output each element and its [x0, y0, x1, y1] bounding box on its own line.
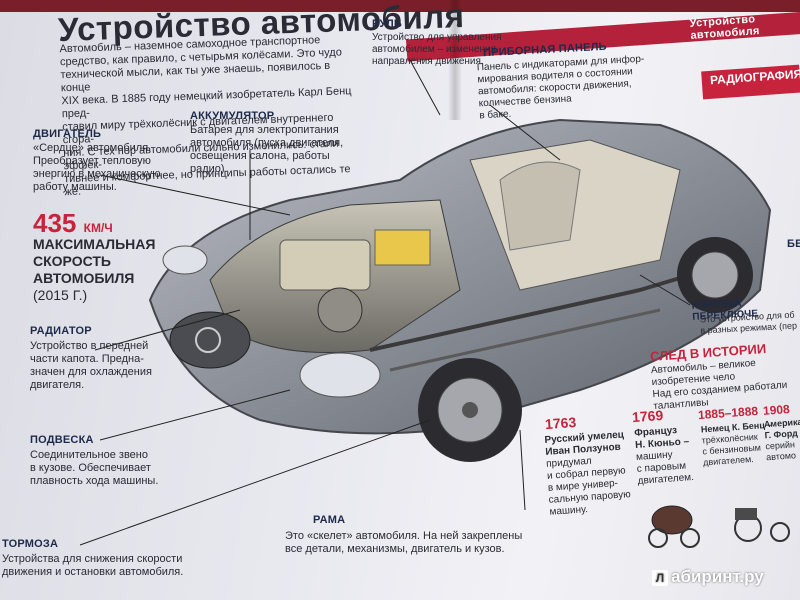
speed-number: 435 [33, 208, 77, 238]
brakes-line: Устройства для снижения скорости [2, 553, 183, 565]
steering-description: Устройство для управления автомобилем – … [372, 32, 502, 68]
radiator-line: значен для охлаждения [30, 366, 152, 378]
steering-heading: РУЛЬ [372, 18, 403, 30]
speed-line: АВТОМОБИЛЯ [33, 270, 135, 286]
battery-line: автомобиля (пуска двигателя, [190, 137, 344, 149]
engine-heading: ДВИГАТЕЛЬ [33, 128, 102, 140]
page-number: 7 [455, 18, 461, 29]
steering-line: автомобилем – изменения [372, 44, 497, 55]
radiator-line: двигателя. [30, 379, 85, 391]
suspension-description: Соединительное звено в кузове. Обеспечив… [30, 449, 158, 488]
car-cutaway-illustration [148, 118, 772, 462]
speed-line: СКОРОСТЬ [33, 253, 111, 269]
radiator-line: Устройство в передней [30, 340, 149, 352]
frame-heading: РАМА [313, 514, 346, 526]
radiator-heading: РАДИАТОР [30, 325, 92, 337]
battery-description: Батарея для электропитания автомобиля (п… [190, 124, 343, 176]
history-year-1769: 1769 [631, 406, 664, 426]
brakes-description: Устройства для снижения скорости движени… [2, 553, 183, 579]
watermark-text: абиринт.ру [671, 567, 764, 586]
engine-line: Преобразует тепловую [33, 155, 151, 167]
suspension-line: в кузове. Обеспечивает [30, 462, 151, 474]
page-top-edge [0, 0, 800, 12]
battery-line: Батарея для электропитания [190, 124, 339, 136]
steering-line: Устройство для управления [372, 32, 502, 43]
suspension-line: Соединительное звено [30, 449, 148, 461]
battery-heading: АККУМУЛЯТОР [190, 110, 275, 122]
dashboard-description: Панель с индикаторами для инфор- мирован… [477, 54, 648, 123]
history-item-1769: Француз Н. Кюньо – машину с паровым двиг… [634, 424, 694, 488]
speed-line: (2015 Г.) [33, 287, 88, 303]
labirint-logo-icon: Л [652, 570, 668, 586]
max-speed-value: 435 КМ/Ч [33, 208, 113, 239]
battery-line: освещения салона, работы [190, 150, 330, 162]
engine-line: энергию в механическую [33, 168, 161, 180]
history-item-1908: Америка Г. Форд серийн автомо [764, 417, 800, 464]
suspension-line: плавность хода машины. [30, 475, 159, 487]
steering-line: направления движения. [372, 56, 484, 67]
frame-description: Это «скелет» автомобиля. На ней закрепле… [285, 530, 522, 556]
radiator-line: части капота. Предна- [30, 353, 144, 365]
frame-line: все детали, механизмы, двигатель и кузов… [285, 543, 505, 555]
history-item-1763: Русский умелец Иван Ползунов придумал и … [544, 429, 632, 519]
engine-line: работу машины. [33, 181, 117, 193]
frame-line: Это «скелет» автомобиля. На ней закрепле… [285, 530, 523, 542]
max-speed-caption: МАКСИМАЛЬНАЯ СКОРОСТЬ АВТОМОБИЛЯ (2015 Г… [33, 236, 155, 304]
battery-line: радио). [190, 163, 228, 175]
historic-vehicles-illustration [648, 505, 790, 548]
history-item-line: автомо [765, 450, 797, 463]
history-year-1908: 1908 [762, 402, 791, 418]
speed-line: МАКСИМАЛЬНАЯ [33, 236, 156, 252]
suspension-heading: ПОДВЕСКА [30, 434, 94, 446]
engine-line: «Сердце» автомобиля. [33, 142, 152, 154]
brakes-heading: ТОРМОЗА [2, 538, 59, 550]
book-fold [448, 0, 462, 120]
history-year-1763: 1763 [544, 413, 577, 433]
radiator-description: Устройство в передней части капота. Пред… [30, 340, 152, 392]
engine-description: «Сердце» автомобиля. Преобразует теплову… [33, 142, 160, 194]
side-label-fragment: БЕ [787, 238, 800, 250]
brakes-line: движения и остановки автомобиля. [2, 566, 184, 578]
speed-unit: КМ/Ч [83, 221, 113, 235]
